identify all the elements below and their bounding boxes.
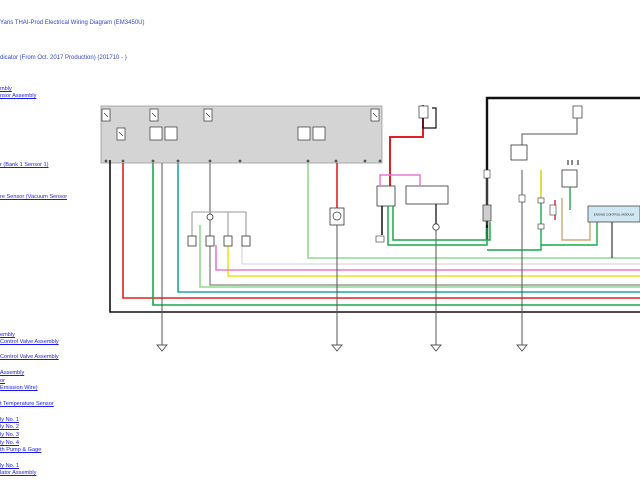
sidebar-item-13[interactable]: ly No. 3 (0, 432, 19, 438)
relay-fuse-link (422, 107, 437, 129)
sidebar-item-17[interactable]: lator Assembly (0, 470, 37, 476)
page-title: Yaris THAI-Prod Electrical Wiring Diagra… (0, 20, 145, 26)
injector-branch (191, 163, 247, 236)
air-flow-sensor-symbol (332, 211, 342, 221)
right-wiring (487, 160, 613, 258)
ground-symbols (156, 344, 528, 352)
page-subtitle: dicator (From Oct. 2017 Production) (201… (0, 55, 127, 61)
pump-relay-2 (561, 169, 578, 188)
bus-wires (109, 160, 640, 313)
wiring-diagram: ENGINE CONTROL MODULE (100, 96, 640, 352)
relay-node (432, 223, 440, 231)
sidebar-item-11[interactable]: ly No. 1 (0, 417, 19, 423)
air-flow-sensor (329, 207, 345, 226)
relay-module (376, 185, 449, 207)
sidebar-item-10[interactable]: t Temperature Sensor (0, 401, 54, 407)
relay-connector (375, 235, 385, 243)
sidebar-item-15[interactable]: th Pump & Gage (0, 447, 42, 453)
right-connectors (483, 169, 557, 230)
red-relay-wire (389, 105, 424, 186)
panel-connectors (104, 159, 382, 163)
sidebar: mbly nsor Assembly r (Bank 1 Sensor 1) r… (0, 0, 80, 480)
injector-connectors (187, 235, 251, 247)
sidebar-item-9[interactable]: Emission Wire) (0, 385, 38, 391)
engine-control-module (587, 205, 640, 223)
sidebar-item-4[interactable]: embly (0, 332, 15, 338)
relay-fuse (418, 105, 429, 119)
pump-relay (510, 144, 528, 161)
sidebar-item-5[interactable]: Control Valve Assembly (0, 339, 59, 345)
relay-wiring (379, 174, 491, 246)
sidebar-item-1[interactable]: nsor Assembly (0, 93, 37, 99)
sidebar-item-12[interactable]: ly No. 2 (0, 424, 19, 430)
sidebar-item-8[interactable]: or (0, 378, 5, 384)
fuse-right (572, 105, 583, 119)
sidebar-item-3[interactable]: re Sensor (Vacuum Sensor (0, 194, 68, 200)
relay-box-panel (100, 105, 383, 164)
splice-point (206, 213, 214, 221)
sidebar-item-7[interactable]: Assembly (0, 370, 25, 376)
ecm-label: ENGINE CONTROL MODULE (594, 213, 635, 217)
junction-connector (482, 204, 492, 222)
sidebar-item-0[interactable]: mbly (0, 86, 12, 92)
right-feed-wire (521, 118, 578, 150)
sidebar-item-16[interactable]: ly No. 1 (0, 463, 19, 469)
sidebar-item-6[interactable]: Control Valve Assembly (0, 354, 59, 360)
fuse-symbols (101, 108, 380, 141)
sidebar-item-14[interactable]: ly No. 4 (0, 440, 19, 446)
sidebar-item-2[interactable]: r (Bank 1 Sensor 1) (0, 162, 49, 168)
